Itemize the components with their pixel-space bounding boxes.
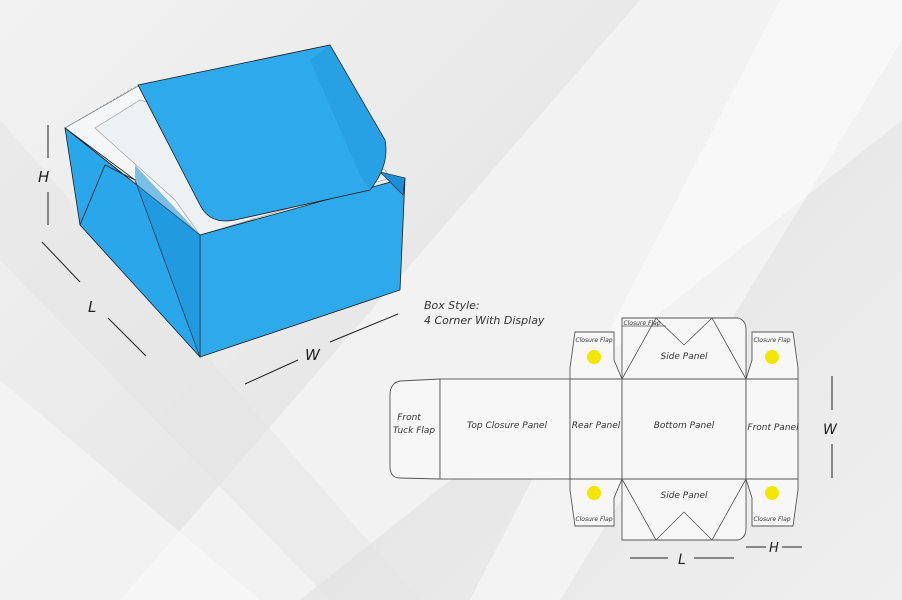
closure-flap-br-shape [745, 478, 799, 527]
label-closure-flap-top: Closure Flap [623, 320, 660, 327]
dim-w-box: W [305, 346, 321, 364]
label-closure-flap-bl: Closure Flap [575, 516, 612, 523]
closure-dot-tl [587, 350, 601, 364]
label-side-panel-bottom: Side Panel [660, 491, 708, 501]
side-panel-bottom-shape [621, 478, 747, 541]
dim-w-dieline: W [823, 422, 838, 438]
dim-h-box: H [38, 168, 49, 186]
rear-panel-shape [569, 378, 623, 480]
side-panel-top-shape [621, 317, 747, 380]
top-closure-panel-shape [439, 378, 571, 480]
box-style-caption: Box Style: 4 Corner With Display [424, 298, 544, 328]
dim-h-dieline: H [769, 541, 779, 556]
label-front-tuck-flap-2: Tuck Flap [393, 426, 436, 436]
front-tuck-flap-shape [389, 378, 441, 480]
front-panel-shape [745, 378, 799, 480]
label-closure-flap-tl: Closure Flap [575, 337, 612, 344]
label-closure-flap-br: Closure Flap [753, 516, 790, 523]
box-lid [137, 44, 387, 222]
closure-dot-tr [765, 350, 779, 364]
label-front-tuck-flap-1: Front [397, 413, 421, 423]
dim-l-box: L [88, 298, 96, 316]
label-closure-flap-tr: Closure Flap [753, 337, 790, 344]
dim-l-dieline: L [678, 552, 686, 568]
label-side-panel-top: Side Panel [660, 352, 708, 362]
label-rear-panel: Rear Panel [572, 421, 621, 431]
bottom-panel-shape [621, 378, 747, 480]
label-front-panel: Front Panel [747, 423, 799, 433]
closure-dot-bl [587, 486, 601, 500]
label-top-closure-panel: Top Closure Panel [467, 421, 547, 431]
box-style-name: 4 Corner With Display [424, 314, 545, 327]
closure-dot-br [765, 486, 779, 500]
box-style-heading: Box Style: [424, 299, 480, 312]
label-bottom-panel: Bottom Panel [654, 421, 715, 431]
